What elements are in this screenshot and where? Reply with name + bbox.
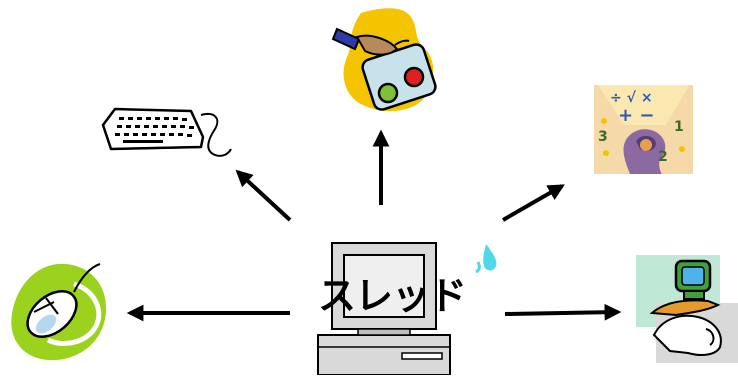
math-thinking-icon: ÷ √ × + − 3 1 2 [594,85,693,174]
svg-text:÷ √ ×: ÷ √ × [610,90,653,106]
arrows [126,129,622,322]
droplet-icon [475,244,497,274]
paint-palette-icon [331,8,437,112]
arrow-to-hand [504,303,622,321]
mouse-icon [11,263,107,361]
arrow-to-keyboard [235,169,292,222]
keyboard-icon [101,107,232,157]
computer-icon [317,242,451,376]
thread-label: スレッド [318,274,467,318]
hand-monitor-icon [636,255,738,363]
svg-text:+ −: + − [618,105,654,126]
svg-text:2: 2 [658,149,668,165]
svg-text:1: 1 [674,119,684,135]
arrow-to-math [502,184,565,222]
svg-text:3: 3 [598,129,608,145]
